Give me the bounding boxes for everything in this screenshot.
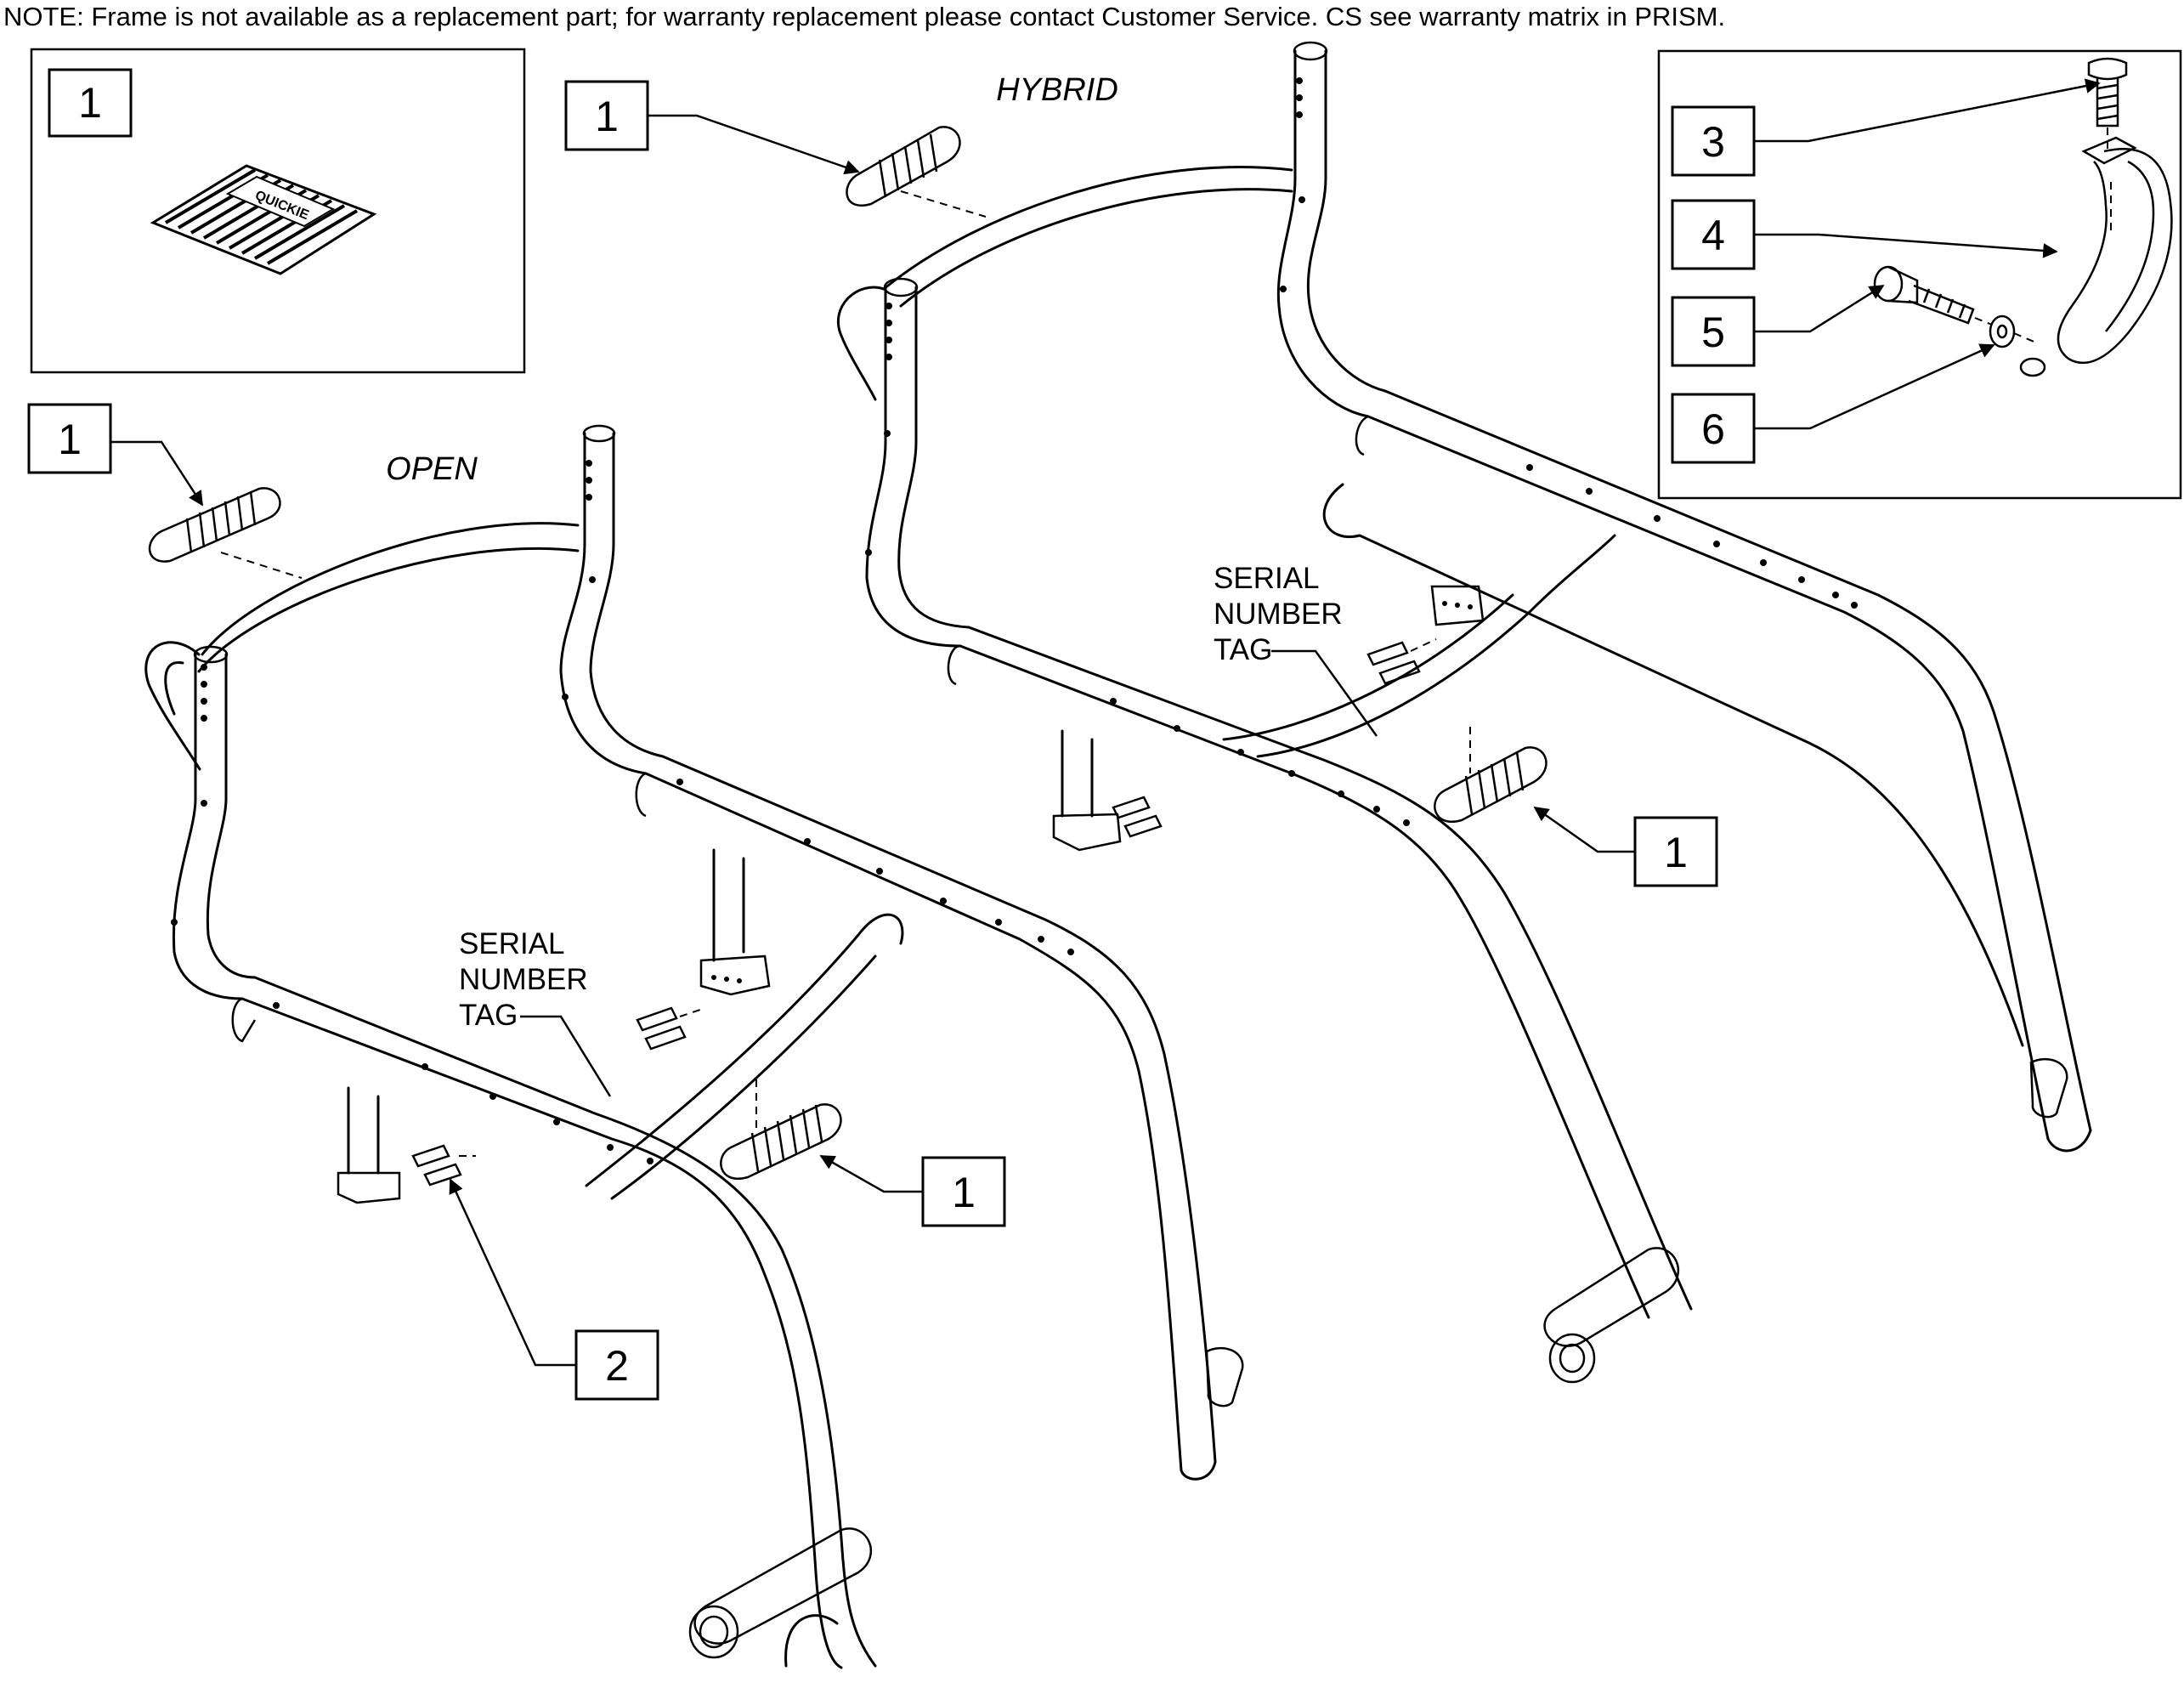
clamp-washer-part (1989, 314, 2039, 348)
open-variant-label: OPEN (386, 451, 478, 487)
callout-clamp-washer: 6 (1701, 405, 1725, 453)
hybrid-serial-tag-line2: NUMBER (1214, 598, 1343, 631)
open-frame: OPEN (144, 424, 1244, 1669)
warranty-note: NOTE: Frame is not available as a replac… (3, 2, 1725, 31)
callout-grip-open-front: 1 (952, 1169, 976, 1216)
open-front-screws (411, 1006, 706, 1187)
open-serial-tag-line2: NUMBER (459, 963, 588, 996)
open-serial-tag-line1: SERIAL (459, 927, 565, 960)
clamp-bolt-part (1873, 265, 1993, 326)
hybrid-rear-grip (846, 126, 987, 218)
callout-clamp: 4 (1701, 212, 1725, 259)
grip-kit-panel: 1 QUICKIE (30, 48, 526, 374)
callout-clamp-bolt: 5 (1701, 309, 1725, 356)
grip-mat-illustration: QUICKIE (150, 164, 377, 275)
open-serial-tag-line3: TAG (459, 999, 518, 1032)
callout-grip-open-rear: 1 (58, 416, 82, 463)
hybrid-front-screws (1112, 638, 1437, 838)
hybrid-variant-label: HYBRID (996, 72, 1118, 108)
clamp-part (2019, 136, 2173, 377)
hybrid-frame: HYBRID (836, 41, 2092, 1384)
callout-grip-hybrid-rear: 1 (595, 93, 619, 140)
callout-grip-kit: 1 (78, 79, 102, 127)
hybrid-serial-tag-line1: SERIAL (1214, 562, 1320, 595)
callout-grip-hybrid-front: 1 (1664, 829, 1688, 876)
clamp-screw-part (2087, 57, 2128, 153)
callout-clamp-screw: 3 (1701, 118, 1725, 166)
callout-screws-open: 2 (605, 1342, 629, 1390)
hybrid-serial-tag-line3: TAG (1214, 633, 1272, 666)
clamp-detail-panel: 3 4 5 6 (1657, 49, 2182, 500)
open-rear-grip (148, 487, 303, 579)
open-front-grip (720, 1079, 842, 1180)
hybrid-front-grip (1434, 727, 1547, 823)
